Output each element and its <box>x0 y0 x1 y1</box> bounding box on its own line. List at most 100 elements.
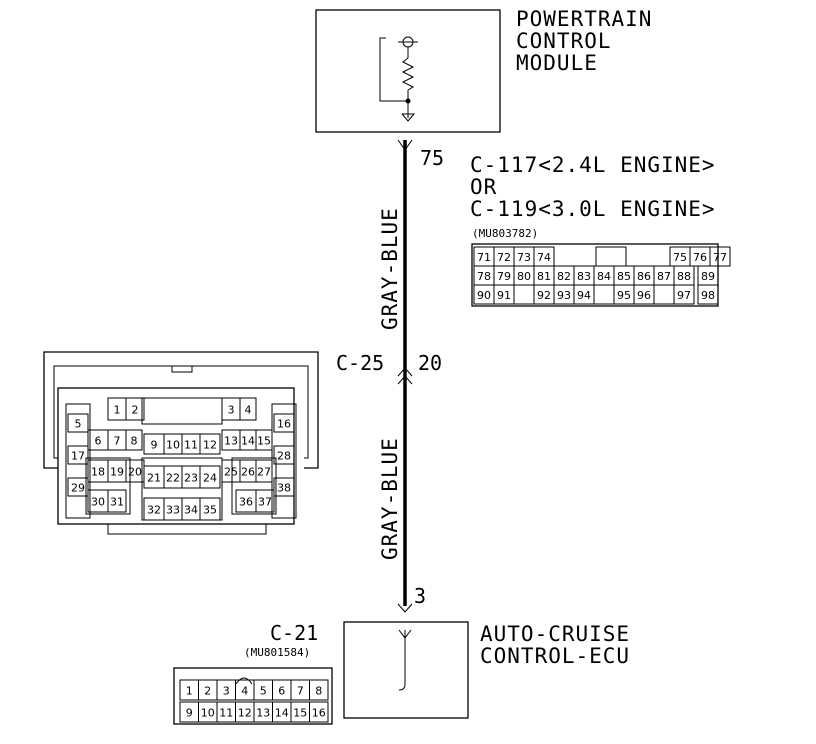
c117-pin-75: 75 <box>673 251 687 264</box>
c117-pin-84: 84 <box>597 270 611 283</box>
c25-pin-25: 25 <box>224 466 238 479</box>
c117-pin-94: 94 <box>577 289 591 302</box>
c21-connector-housing <box>173 667 333 725</box>
c117-pin-92: 92 <box>537 289 551 302</box>
c25-pin-35: 35 <box>203 504 217 517</box>
c21-pin-6: 6 <box>278 685 285 698</box>
c25-pin-5: 5 <box>75 418 82 431</box>
c117-part-number: (MU803782) <box>472 227 538 240</box>
acc-label-line-1: AUTO-CRUISE <box>480 622 630 646</box>
c21-pin-7: 7 <box>297 685 304 698</box>
c117-pin-97-cell <box>673 284 695 305</box>
c25-pin-21: 21 <box>147 472 161 485</box>
c117-pin-83: 83 <box>577 270 591 283</box>
c117-pin-89: 89 <box>701 270 715 283</box>
signal-wire <box>397 139 413 613</box>
c25-pin-10: 10 <box>166 439 180 452</box>
c25-pin-8: 8 <box>131 435 138 448</box>
c25-pin-24: 24 <box>203 472 217 485</box>
c117-pin-87: 87 <box>657 270 671 283</box>
c21-pin-5: 5 <box>260 685 267 698</box>
c21-pin-8-cell <box>309 679 329 701</box>
c25-pin-37-cell <box>255 489 275 513</box>
c25-pin-4: 4 <box>245 404 252 417</box>
c25-pin-29: 29 <box>71 482 85 495</box>
c25-pin-15-cell <box>255 429 273 451</box>
c117-pin-98: 98 <box>701 289 715 302</box>
c117-pin-blank-2-9-cell <box>653 284 675 305</box>
c25-pin-28: 28 <box>277 450 291 463</box>
acc-ecu-module <box>343 621 469 719</box>
c25-connector-housing <box>43 351 319 535</box>
c25-pin-8-cell <box>125 429 143 451</box>
c117-key-slot-cell <box>595 246 627 267</box>
acc-pin-number: 3 <box>414 584 426 608</box>
c21-pin-10: 10 <box>201 707 215 720</box>
c117-pin-97: 97 <box>677 289 691 302</box>
c117-pin-71: 71 <box>477 251 491 264</box>
c25-pin-27: 27 <box>257 466 271 479</box>
c117-pin-79: 79 <box>497 270 511 283</box>
c25-pin-3: 3 <box>228 404 235 417</box>
pcm-label-line-2: CONTROL <box>516 29 612 53</box>
c117-pin-81: 81 <box>537 270 551 283</box>
c21-pin-12: 12 <box>238 707 252 720</box>
pcm-label-line-1: POWERTRAIN <box>516 7 652 31</box>
c21-part-number: (MU801584) <box>244 646 310 659</box>
c25-pin-22: 22 <box>166 472 180 485</box>
pcm-label-line-3: MODULE <box>516 51 598 75</box>
c21-pin-15: 15 <box>293 707 307 720</box>
pcm-module <box>315 9 501 133</box>
c117-pin-90: 90 <box>477 289 491 302</box>
c117-pin-76: 76 <box>693 251 707 264</box>
lower-wire-color: GRAY-BLUE <box>378 437 402 560</box>
c117-pin-91: 91 <box>497 289 511 302</box>
c117-pin-77-cell <box>709 246 731 267</box>
c25-pin-17-cell <box>67 445 89 465</box>
c25-pin-27-cell <box>255 459 273 483</box>
c117-pin-72: 72 <box>497 251 511 264</box>
c25-pin-15: 15 <box>257 435 271 448</box>
c21-connector-name: C-21 <box>270 621 318 645</box>
c117-pin-88: 88 <box>677 270 691 283</box>
acc-label-line-2: CONTROL-ECU <box>480 644 630 668</box>
c25-pin-38-cell <box>273 477 295 497</box>
c117-title-line-2: OR <box>470 175 497 199</box>
c21-pin-4: 4 <box>241 685 248 698</box>
c25-pin-7: 7 <box>114 435 121 448</box>
c21-pin-11: 11 <box>219 707 233 720</box>
c21-pin-8: 8 <box>315 685 322 698</box>
c117-pin-93: 93 <box>557 289 571 302</box>
c25-pin-31-cell <box>107 489 127 513</box>
c25-pin-16: 16 <box>277 418 291 431</box>
c25-pin-2-cell <box>125 397 145 421</box>
c117-title-line-1: C-117<2.4L ENGINE> <box>470 153 716 177</box>
upper-wire-color: GRAY-BLUE <box>378 207 402 330</box>
c25-pin-23: 23 <box>184 472 198 485</box>
c25-pin-4-cell <box>239 397 257 421</box>
c25-pin-5-cell <box>67 413 89 433</box>
c117-title-line-3: C-119<3.0L ENGINE> <box>470 197 716 221</box>
c117-pin-80: 80 <box>517 270 531 283</box>
c25-pin-9: 9 <box>151 439 158 452</box>
c117-pin-73: 73 <box>517 251 531 264</box>
c25-pin-19: 19 <box>110 466 124 479</box>
c25-pin-14: 14 <box>241 435 255 448</box>
junction-pin-number: 20 <box>418 351 442 375</box>
c25-pin-17: 17 <box>71 450 85 463</box>
c25-pin-13: 13 <box>224 435 238 448</box>
c117-pin-blank-2-6-cell <box>593 284 615 305</box>
c21-pin-14: 14 <box>275 707 289 720</box>
c21-pin-1: 1 <box>186 685 193 698</box>
c25-pin-38: 38 <box>277 482 291 495</box>
pcm-pin-number: 75 <box>420 146 444 170</box>
c21-pin-16: 16 <box>312 707 326 720</box>
c25-pin-32: 32 <box>147 504 161 517</box>
c25-pin-6: 6 <box>95 435 102 448</box>
c25-pin-37: 37 <box>258 496 272 509</box>
c25-pin-24-cell <box>199 465 221 489</box>
c117-pin-78: 78 <box>477 270 491 283</box>
